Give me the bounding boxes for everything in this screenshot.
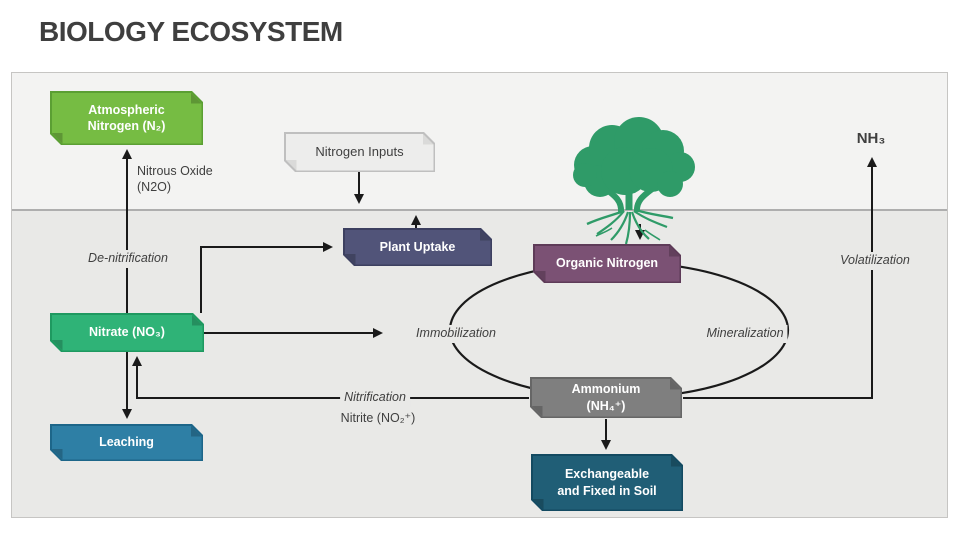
node-label: Ammonium (NH₄⁺): [571, 382, 641, 413]
node-ammonium: Ammonium (NH₄⁺): [530, 377, 682, 418]
node-nitrogen-inputs: Nitrogen Inputs: [284, 132, 435, 172]
arrow-volatilization-to-nh3: [683, 157, 877, 399]
label-mineralization: Mineralization: [702, 325, 788, 343]
node-atmospheric-nitrogen: Atmospheric Nitrogen (N₂): [50, 91, 203, 145]
node-label: Atmospheric Nitrogen (N₂): [87, 102, 166, 133]
label-nh3: NH₃: [856, 130, 886, 147]
label-nitrite: Nitrite (NO₂⁺): [340, 411, 416, 425]
node-label: Organic Nitrogen: [555, 256, 659, 271]
node-label: Plant Uptake: [379, 239, 456, 254]
arrow-nitrification-to-nitrate: [132, 356, 529, 399]
page-title: BIOLOGY ECOSYSTEM: [39, 16, 343, 47]
label-immobilization: Immobilization: [412, 325, 500, 343]
node-plant-uptake: Plant Uptake: [343, 228, 492, 266]
node-label: Leaching: [99, 435, 154, 450]
soil-surface-line: [12, 209, 947, 211]
tree-icon: [573, 117, 695, 245]
node-organic-nitrogen: Organic Nitrogen: [533, 244, 681, 283]
node-label: Nitrogen Inputs: [315, 143, 404, 159]
node-exchangeable-fixed-soil: Exchangeable and Fixed in Soil: [531, 454, 683, 511]
label-volatilization: Volatilization: [836, 252, 914, 270]
label-denitrification: De-nitrification: [84, 250, 172, 268]
node-label: Exchangeable and Fixed in Soil: [557, 467, 657, 498]
label-nitrification: Nitrification: [340, 389, 410, 407]
node-nitrate: Nitrate (NO₃): [50, 313, 204, 352]
node-label: Nitrate (NO₃): [89, 325, 165, 340]
label-nitrous-oxide: Nitrous Oxide (N2O): [137, 164, 213, 194]
node-leaching: Leaching: [50, 424, 203, 461]
arrow-nitrate-to-plant-uptake: [200, 242, 333, 313]
